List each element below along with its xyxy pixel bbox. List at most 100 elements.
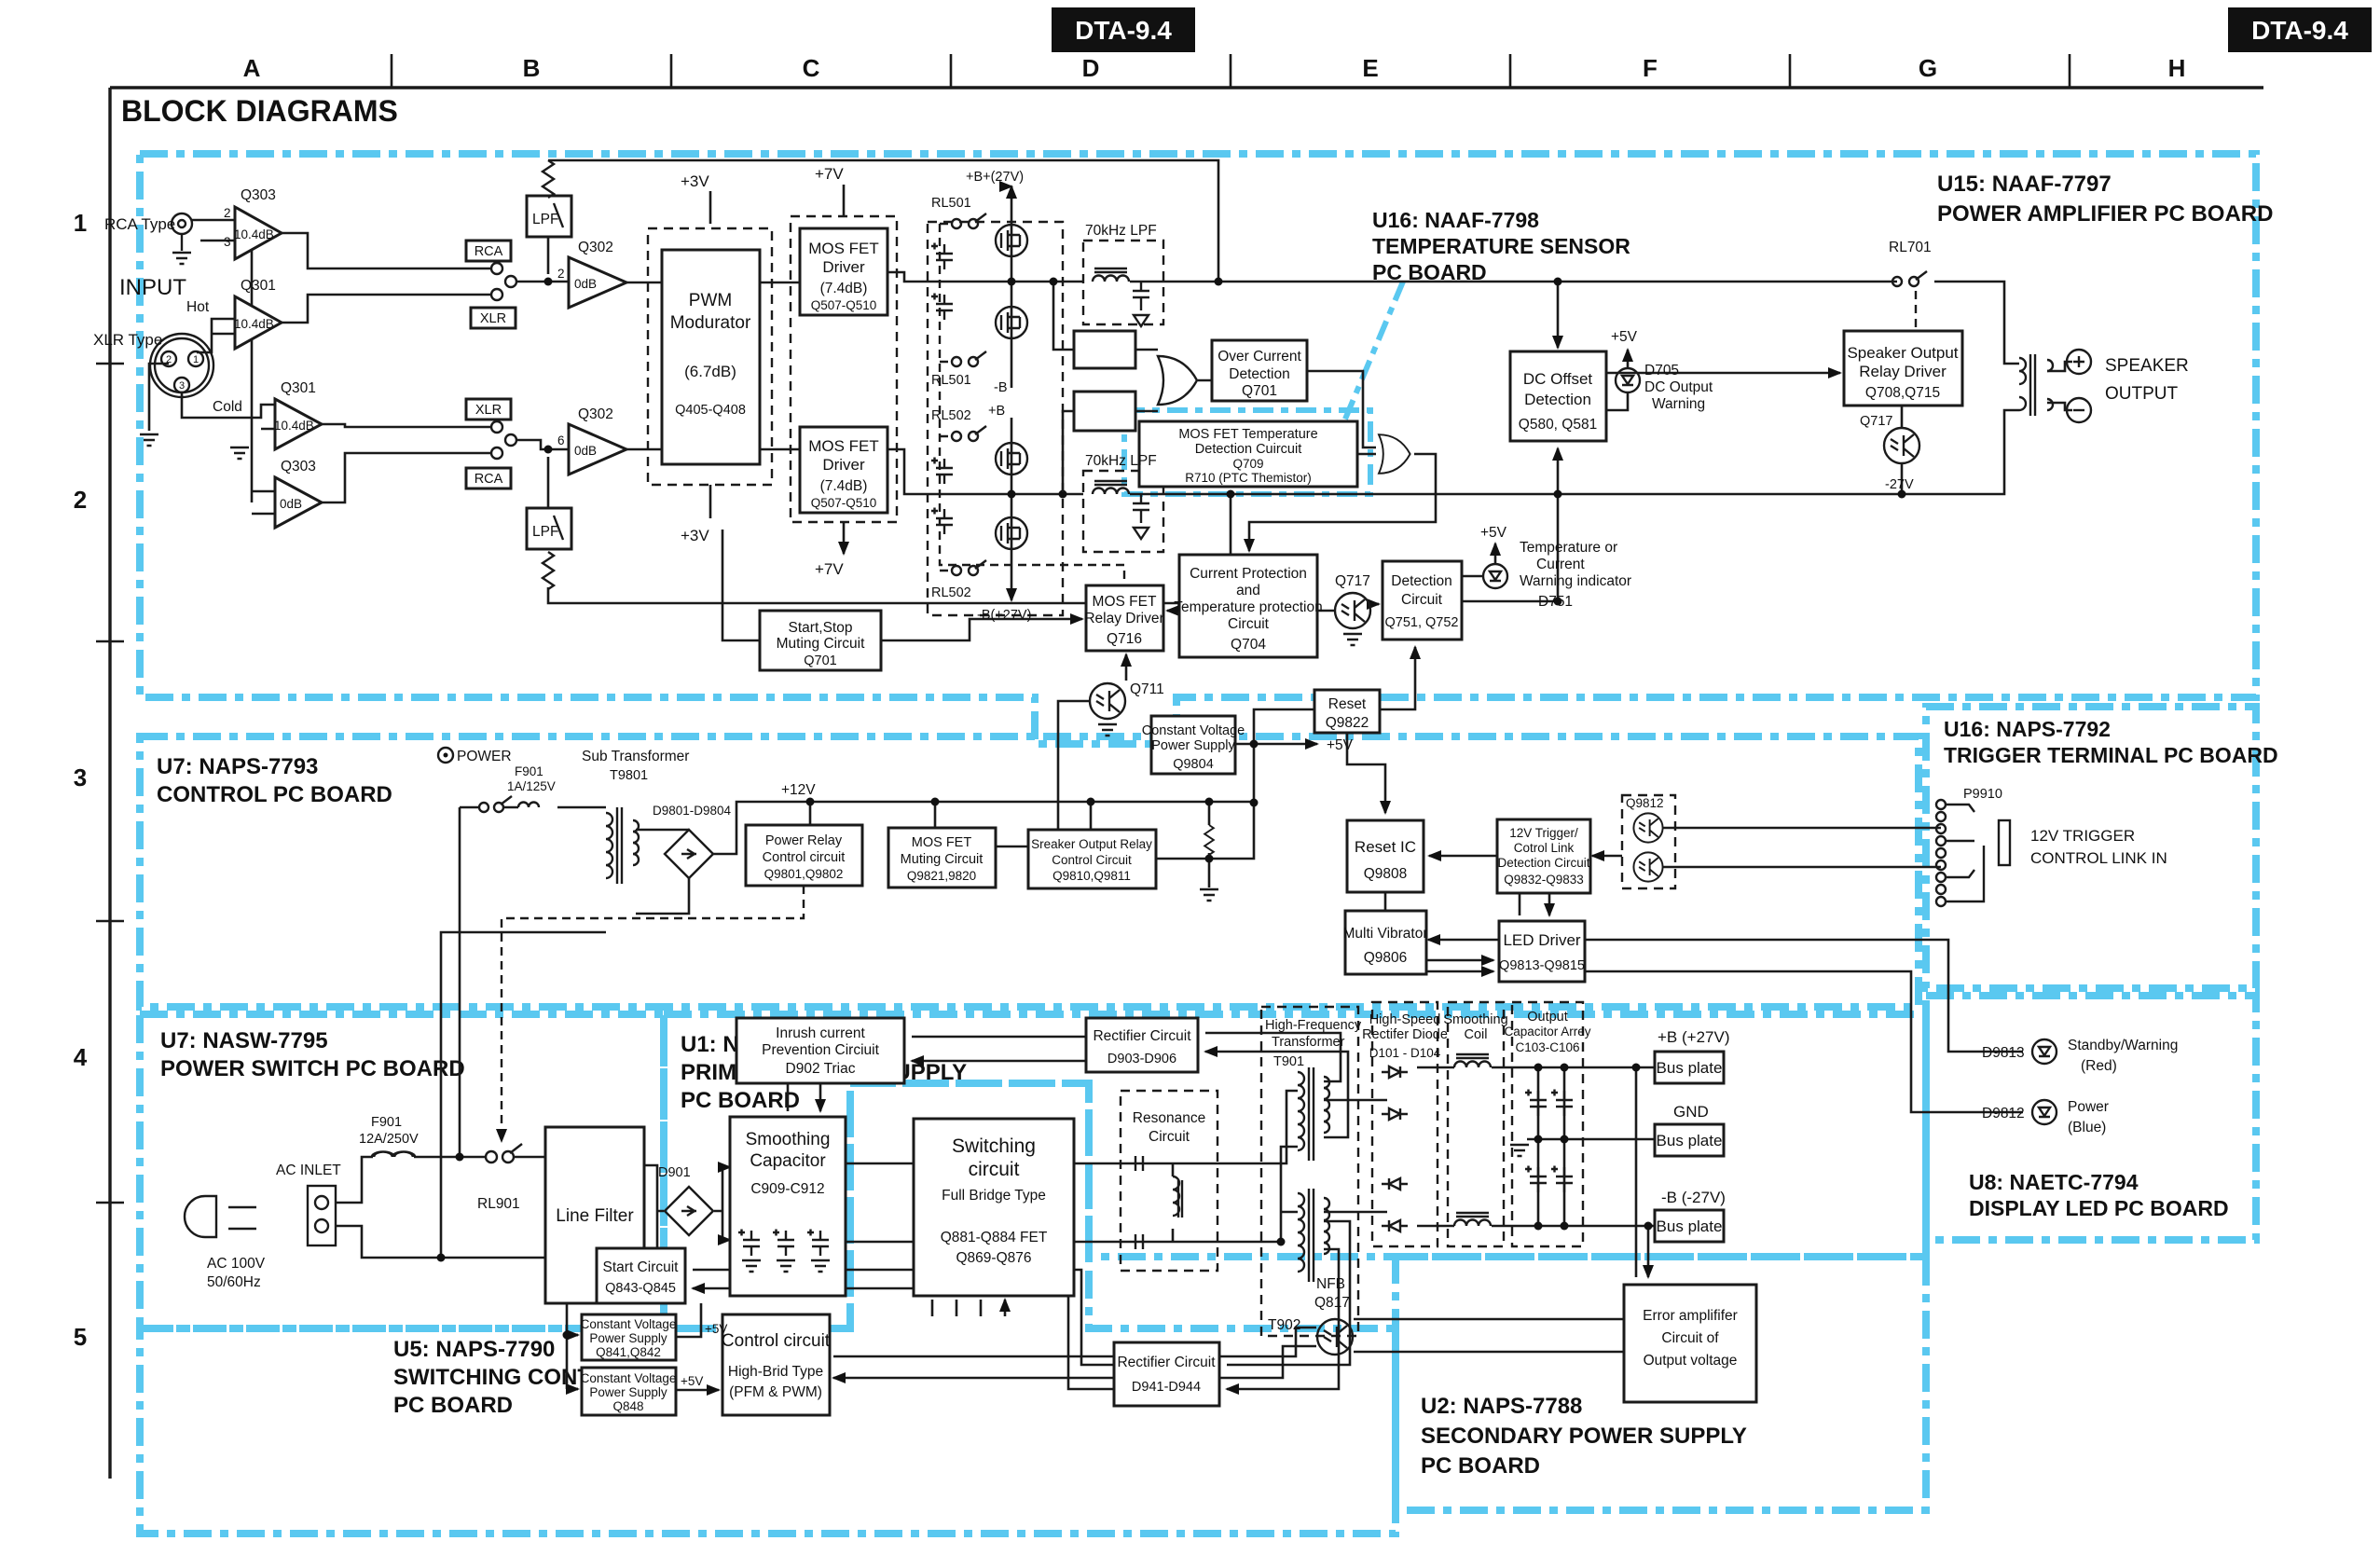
box-reset-ic	[1345, 819, 1425, 894]
plus7v-bottom: +7V	[815, 560, 844, 578]
mv-line-1: Multi Vibrator	[1342, 926, 1427, 942]
opto-q9812b-icon	[1632, 851, 1664, 883]
col-letter-a: A	[243, 54, 261, 82]
det-line-3: Q751, Q752	[1385, 615, 1459, 630]
err-line-1: Error amplififer	[1643, 1308, 1738, 1324]
resonance-line-2: Circuit	[1149, 1129, 1190, 1145]
f901a-label-1: F901	[515, 764, 543, 778]
trig-line-3: Detection Circuit	[1497, 856, 1589, 870]
switching-line-4: Q881-Q884 FET	[941, 1230, 1048, 1245]
q302a-ref: Q302	[578, 240, 613, 255]
amp-q301a	[233, 294, 285, 351]
drv2-line-2: Driver	[822, 456, 865, 474]
d705-text-2: Warning	[1652, 396, 1705, 412]
board-regions	[136, 150, 2260, 1537]
box-cvps-q9804	[1149, 714, 1237, 776]
prc-line-3: Q9801,Q9802	[764, 867, 844, 881]
coil-line-2: Coil	[1465, 1027, 1488, 1042]
rail-coil-bottom	[1452, 1211, 1493, 1228]
xlr-pin2: 2	[166, 354, 172, 365]
region-u7-power-switch	[136, 1011, 667, 1332]
bus3-voltage-label: -B (-27V)	[1661, 1189, 1726, 1206]
cp-line-3: Temperature protection	[1174, 599, 1322, 615]
box-switching-circuit	[912, 1117, 1076, 1298]
row-number-2: 2	[74, 486, 87, 514]
col-letter-b: B	[523, 54, 541, 82]
oca-line-2: Capacitor Arrey	[1504, 1025, 1590, 1039]
solid-boxes	[464, 194, 1964, 1417]
smoothing-coil-box	[1446, 1000, 1506, 1248]
t902-label: T902	[1268, 1317, 1300, 1333]
amp-q301b	[273, 396, 325, 452]
switching-line-1: Switching	[952, 1135, 1036, 1157]
rca-label-box-2	[464, 466, 513, 490]
u16g-title-1: U16: NAPS-7792	[1944, 717, 2111, 741]
bp27-label: +B+(27V)	[966, 170, 1024, 185]
rca-type-label: RCA Type	[104, 215, 175, 233]
high-speed-diode-icons	[1380, 1065, 1410, 1233]
plus3v-top: +3V	[681, 172, 709, 190]
region-u16-temp-sensor	[1121, 407, 1373, 497]
reset-line-2: Q9822	[1326, 715, 1369, 731]
model-badge-top	[1052, 7, 1195, 52]
rl901-label: RL901	[477, 1196, 520, 1212]
col-letter-f: F	[1643, 54, 1658, 82]
xlr-jack-icon	[148, 332, 215, 399]
opto-q717a-icon	[1333, 591, 1372, 630]
region-u5-switching-control	[136, 1080, 1399, 1537]
spk-line-1: Speaker Output	[1847, 344, 1958, 362]
smooth-line-3: C909-C912	[750, 1181, 824, 1197]
d9812-label: D9812	[1982, 1106, 2025, 1121]
model-badge-top-label: DTA-9.4	[1075, 16, 1172, 45]
box-current-protection	[1177, 553, 1319, 659]
warn-line-3: Warning indicator	[1520, 573, 1631, 589]
or-gate-icon-2	[1378, 433, 1411, 475]
row-number-3: 3	[74, 764, 87, 791]
prc-line-1: Power Relay	[765, 833, 843, 848]
drv1-line-1: MOS FET	[808, 240, 879, 257]
d9801-label: D9801-D9804	[653, 804, 732, 818]
box-dc-offset	[1508, 350, 1608, 443]
or-gate-icon-1	[1156, 354, 1199, 406]
box-bus-plate-2	[1653, 1122, 1726, 1158]
box-rect2	[1112, 1341, 1221, 1408]
box-cv2	[580, 1366, 678, 1417]
drv1-line-3: (7.4dB)	[820, 281, 868, 296]
smooth-line-1: Smoothing	[746, 1130, 831, 1149]
mute-line-1: Start,Stop	[789, 620, 853, 636]
u16t-title-1: U16: NAAF-7798	[1372, 208, 1539, 232]
f901a-label-2: 1A/125V	[507, 779, 556, 793]
lpf1-label: LPF	[532, 212, 558, 227]
rd-line-3: Q716	[1107, 631, 1142, 647]
u16t-title-2: TEMPERATURE SENSOR	[1372, 234, 1630, 258]
output-transformer-icon	[2018, 354, 2055, 416]
q717a-label: Q717	[1335, 573, 1370, 589]
pwm-line-4: Q405-Q408	[675, 403, 746, 418]
ac-inlet-label: AC INLET	[276, 1163, 341, 1178]
amp-q302a	[567, 255, 630, 310]
ctrl-line-2: High-Brid Type	[728, 1364, 823, 1380]
box-12v-trigger	[1495, 818, 1592, 895]
u1-title-3: PC BOARD	[681, 1088, 800, 1113]
pwm-line-3: (6.7dB)	[684, 363, 736, 380]
rl501-top-label: RL501	[931, 196, 971, 211]
oc-line-3: Q701	[1242, 383, 1277, 399]
err-line-2: Circuit of	[1661, 1330, 1719, 1346]
hot-label: Hot	[186, 299, 210, 315]
nfb-label-2: Q817	[1314, 1295, 1350, 1311]
trig-line-1: 12V Trigger/	[1509, 826, 1578, 840]
hf-transformer-box	[1259, 1005, 1360, 1338]
u7s-title-1: U7: NASW-7795	[160, 1028, 328, 1053]
box-mosfet-muting	[887, 826, 997, 889]
q302b-pin: 6	[557, 433, 565, 447]
switching-line-2: circuit	[969, 1159, 1020, 1180]
page-title: BLOCK DIAGRAMS	[121, 94, 398, 128]
resonance-box	[1119, 1089, 1219, 1273]
row-number-1: 1	[74, 209, 87, 237]
col-letter-e: E	[1362, 54, 1378, 82]
ac-plug-icon	[183, 1194, 218, 1239]
cv1-line-1: Constant Voltage	[581, 1317, 677, 1331]
q9812-label: Q9812	[1626, 796, 1664, 810]
input-select-switch-2	[489, 420, 518, 461]
